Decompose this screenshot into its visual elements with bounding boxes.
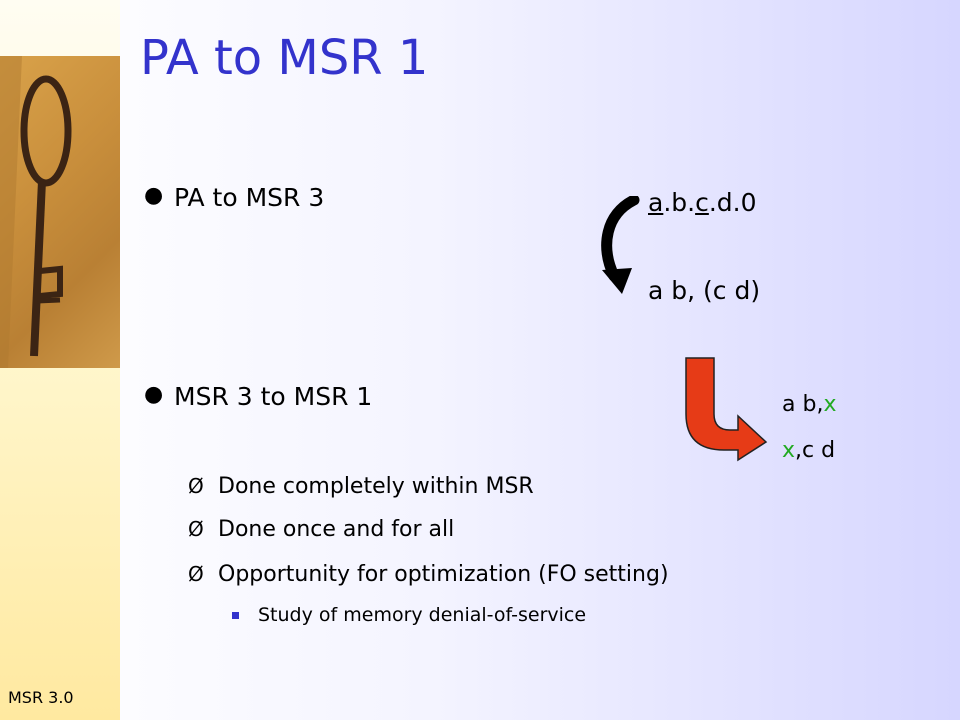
- formula-var-x: x: [782, 438, 796, 463]
- bullet-msr3-to-msr1: ● MSR 3 to MSR 1: [144, 382, 373, 411]
- formula-xc-to-d-post: ,c d: [795, 438, 836, 463]
- formula-xc-to-d: x,c d: [782, 438, 835, 463]
- formula-abcd0-rest: .d.0: [708, 188, 757, 217]
- sub-item-optimization: Ø Opportunity for optimization (FO setti…: [188, 562, 669, 587]
- bullet-dot: ●: [144, 183, 164, 208]
- curved-arrow-black: [601, 196, 640, 294]
- sub-item-text: Done once and for all: [218, 517, 455, 542]
- curved-arrow-red: [685, 357, 768, 462]
- formula-abcd0-b: .b.: [663, 188, 696, 217]
- key-photo: [0, 56, 120, 368]
- sub-item-done-once: Ø Done once and for all: [188, 517, 455, 542]
- formula-a-to-bx: a b,x: [782, 392, 836, 417]
- bullet-text: MSR 3 to MSR 1: [174, 382, 373, 411]
- square-bullet-icon: [232, 612, 239, 619]
- formula-abcd0-c: c: [695, 188, 709, 217]
- sub-bullet-arrow: Ø: [188, 517, 204, 541]
- sub-item-text: Done completely within MSR: [218, 474, 534, 499]
- bullet-text: PA to MSR 3: [174, 183, 325, 212]
- formula-a-to-b-c-to-d: a b, (c d): [648, 276, 761, 305]
- sub-item-done-within: Ø Done completely within MSR: [188, 474, 534, 499]
- slide-title: PA to MSR 1: [140, 30, 429, 86]
- formula-a-to-bx-pre: a b,: [782, 392, 824, 417]
- sub-item-text: Opportunity for optimization (FO setting…: [218, 562, 669, 587]
- sub-sub-item-memory-dos: Study of memory denial-of-service: [232, 604, 587, 626]
- formula-abcd0-a: a: [648, 188, 664, 217]
- sub-bullet-arrow: Ø: [188, 562, 204, 586]
- key-icon: [0, 56, 72, 368]
- formula-var-x: x: [823, 392, 837, 417]
- sub-bullet-arrow: Ø: [188, 474, 204, 498]
- bullet-pa-to-msr3: ● PA to MSR 3: [144, 183, 325, 212]
- formula-abcd0: a.b.c.d.0: [648, 188, 757, 217]
- sub-sub-item-text: Study of memory denial-of-service: [258, 604, 587, 626]
- footer-label: MSR 3.0: [8, 688, 74, 707]
- bullet-dot: ●: [144, 382, 164, 407]
